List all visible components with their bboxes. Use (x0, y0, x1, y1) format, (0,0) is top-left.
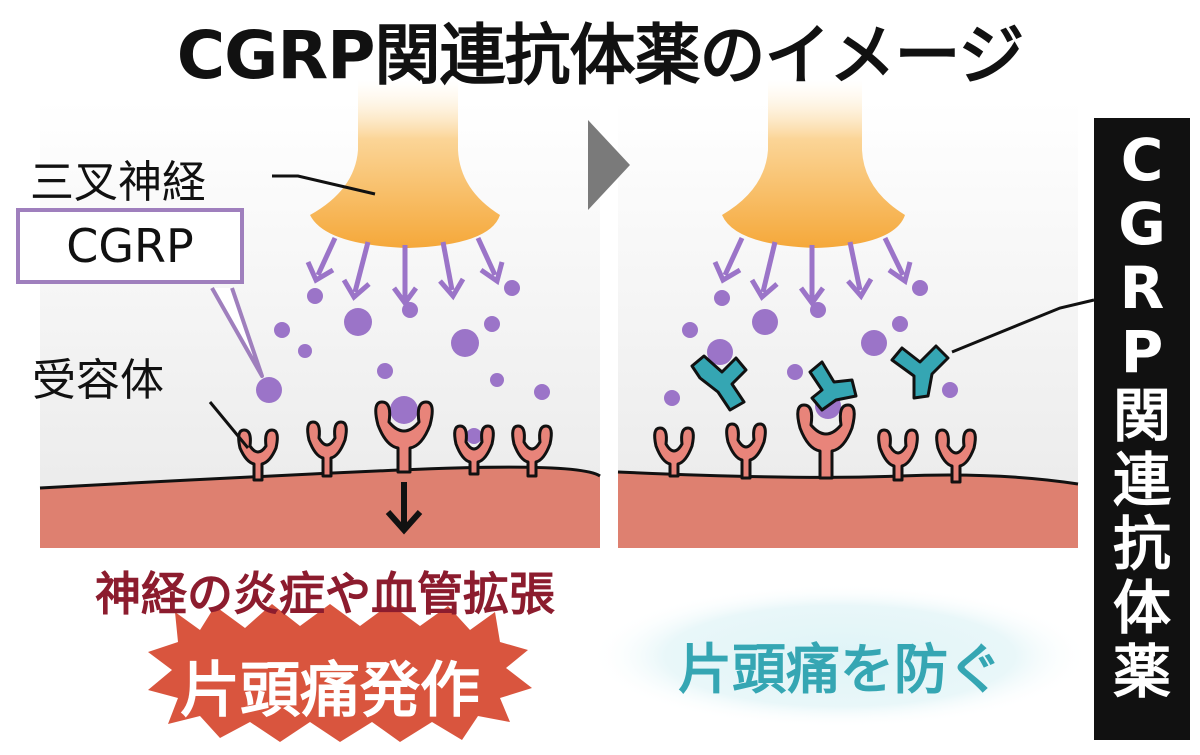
left-release-arrows (305, 236, 505, 308)
left-tissue (40, 467, 600, 548)
drug-pointer (951, 298, 1095, 354)
left-cgrp-molecules (256, 280, 550, 444)
receptor-pointer (208, 401, 250, 449)
drug-label-char: 抗 (1112, 510, 1171, 578)
diagram-title: CGRP関連抗体薬のイメージ (176, 17, 1024, 94)
drug-label-char: 関 (1112, 382, 1171, 450)
right-receptors (653, 403, 977, 484)
drug-label-char: C (1120, 126, 1164, 194)
left-membrane-line (39, 465, 601, 490)
trigeminal-label: 三叉神経 (30, 157, 206, 208)
effect-text: 神経の炎症や血管拡張 (95, 567, 555, 621)
antibodies (690, 344, 950, 412)
transition-arrow (588, 120, 630, 210)
trigeminal-pointer (272, 174, 376, 196)
right-nerve-ending (722, 80, 905, 248)
right-release-arrows (712, 236, 913, 308)
receptor-label: 受容体 (32, 355, 164, 406)
label-pointers (208, 174, 1095, 449)
cgrp-callout-tail (210, 287, 264, 378)
prevention-glow (590, 584, 1090, 728)
drug-label-char: R (1119, 254, 1165, 322)
attack-text: 片頭痛発作 (180, 656, 480, 726)
drug-label-char: 体 (1112, 574, 1171, 642)
drug-label-char: G (1118, 190, 1166, 258)
drug-label-bar (1094, 118, 1190, 740)
left-receptors (237, 400, 553, 482)
left-nerve-ending (310, 80, 500, 248)
drug-label-char: 連 (1112, 446, 1171, 514)
attack-burst (148, 604, 532, 742)
effect-arrow (385, 482, 423, 535)
prevention-text: 片頭痛を防ぐ (678, 638, 1002, 701)
drug-label-char: P (1120, 318, 1164, 386)
cgrp-callout: CGRP (16, 208, 244, 284)
drug-label-char: 薬 (1112, 638, 1171, 706)
right-tissue (618, 472, 1078, 548)
right-cgrp-molecules (664, 280, 958, 419)
